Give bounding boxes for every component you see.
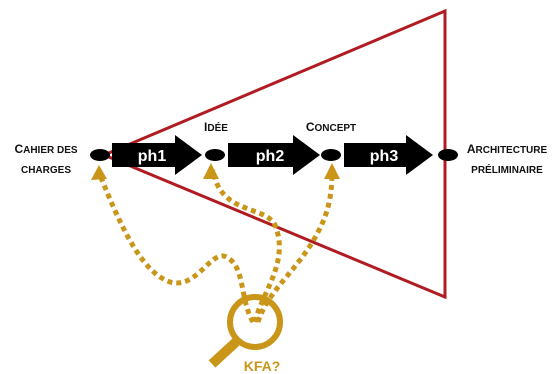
node-cahier-des-charges bbox=[90, 149, 110, 161]
feedback-path-to-idee bbox=[210, 169, 282, 323]
label-cahier-des-charges-line2: CHARGES bbox=[21, 165, 71, 176]
node-idee bbox=[205, 149, 225, 161]
phase-2-label: ph2 bbox=[256, 148, 285, 165]
phase-arrow-2: ph2 bbox=[228, 135, 320, 175]
arrowhead-cahier bbox=[91, 165, 107, 180]
label-cahier-des-charges-line1: CAHIER DES bbox=[14, 142, 77, 156]
feedback-path-to-concept bbox=[255, 171, 335, 323]
feedback-path-to-cahier bbox=[95, 169, 256, 324]
phase-3-label: ph3 bbox=[370, 148, 399, 165]
kfa-label: KFA? bbox=[244, 358, 281, 374]
label-architecture-line2: PRÉLIMINAIRE bbox=[471, 163, 543, 176]
phase-1-label: ph1 bbox=[138, 148, 167, 165]
node-concept bbox=[321, 149, 341, 161]
label-idee: IDÉE bbox=[204, 120, 228, 134]
feedback-paths bbox=[91, 163, 340, 324]
arrowhead-idee bbox=[203, 163, 219, 179]
phase-arrow-3: ph3 bbox=[344, 135, 433, 175]
label-architecture-line1: ARCHITECTURE bbox=[467, 142, 548, 156]
node-architecture bbox=[438, 149, 458, 161]
phase-arrow-1: ph1 bbox=[112, 135, 202, 175]
label-concept: CONCEPT bbox=[306, 120, 356, 134]
magnifying-glass-icon bbox=[208, 294, 283, 368]
arrowhead-concept bbox=[324, 163, 340, 179]
